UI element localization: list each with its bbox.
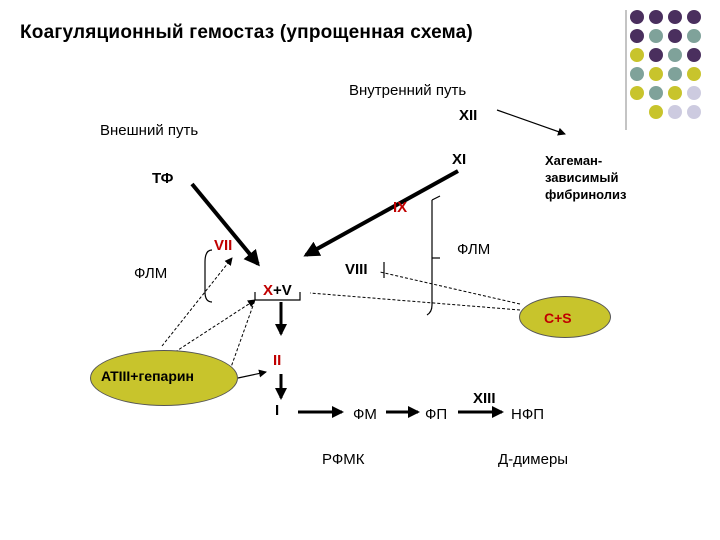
- dot: [668, 29, 682, 43]
- dot: [630, 48, 644, 62]
- dot: [630, 86, 644, 100]
- label-x: X: [263, 282, 274, 299]
- label-fp: ФП: [425, 406, 448, 423]
- label-ix: IX: [393, 199, 408, 216]
- dot: [630, 29, 644, 43]
- dashed-cs-viii: [379, 271, 521, 305]
- label-tf: ТФ: [152, 170, 174, 187]
- page-title: Коагуляционный гемостаз (упрощенная схем…: [20, 22, 473, 43]
- label-x-group: X+V: [263, 282, 292, 299]
- label-flm-right: ФЛМ: [457, 241, 491, 258]
- dashed-cs-x: [309, 292, 521, 311]
- label-ii: II: [273, 352, 282, 369]
- dot: [668, 105, 682, 119]
- arrow-xii-hageman: [496, 109, 566, 136]
- dot: [687, 10, 701, 24]
- label-at3-heparin: ATIII+гепарин: [101, 368, 194, 384]
- label-xi: XI: [452, 151, 467, 168]
- dot: [687, 86, 701, 100]
- label-fm: ФМ: [353, 406, 377, 423]
- label-d-dimers: Д-димеры: [498, 451, 569, 468]
- label-intrinsic-path: Внутренний путь: [349, 82, 467, 99]
- label-hageman-fibrinolysis: Хагеман- зависимый фибринолиз: [545, 153, 627, 202]
- dot: [649, 48, 663, 62]
- dot: [649, 86, 663, 100]
- brace-left: [204, 249, 213, 303]
- arrow-at3-ii: [237, 369, 267, 379]
- dot: [668, 86, 682, 100]
- label-nfp: НФП: [511, 406, 545, 423]
- label-v: +V: [273, 282, 292, 299]
- dot: [668, 67, 682, 81]
- brace-right: [426, 200, 433, 316]
- dot: [630, 67, 644, 81]
- dot: [687, 48, 701, 62]
- dot: [649, 105, 663, 119]
- label-vii: VII: [214, 237, 233, 254]
- label-flm-left: ФЛМ: [134, 265, 168, 282]
- label-xiii: XIII: [473, 390, 496, 407]
- arrow-tf-x: [190, 182, 260, 267]
- dot: [687, 67, 701, 81]
- dashed-at3-x: [174, 299, 256, 353]
- at3-heparin-node: [90, 350, 238, 406]
- bracket-x: [254, 292, 301, 301]
- label-viii: VIII: [345, 261, 368, 278]
- dot: [668, 48, 682, 62]
- dot: [687, 105, 701, 119]
- dot: [649, 67, 663, 81]
- label-extrinsic-path: Внешний путь: [100, 122, 199, 139]
- label-i: I: [275, 402, 280, 419]
- arrow-xi-x: [303, 169, 459, 257]
- dot: [687, 29, 701, 43]
- dot: [649, 29, 663, 43]
- dot: [668, 10, 682, 24]
- label-rfmk: РФМК: [322, 451, 365, 468]
- dashed-at3-vii: [161, 257, 233, 347]
- label-cs: C+S: [544, 310, 572, 326]
- label-xii: XII: [459, 107, 478, 124]
- cs-node: [519, 296, 611, 338]
- dot: [649, 10, 663, 24]
- dot: [630, 10, 644, 24]
